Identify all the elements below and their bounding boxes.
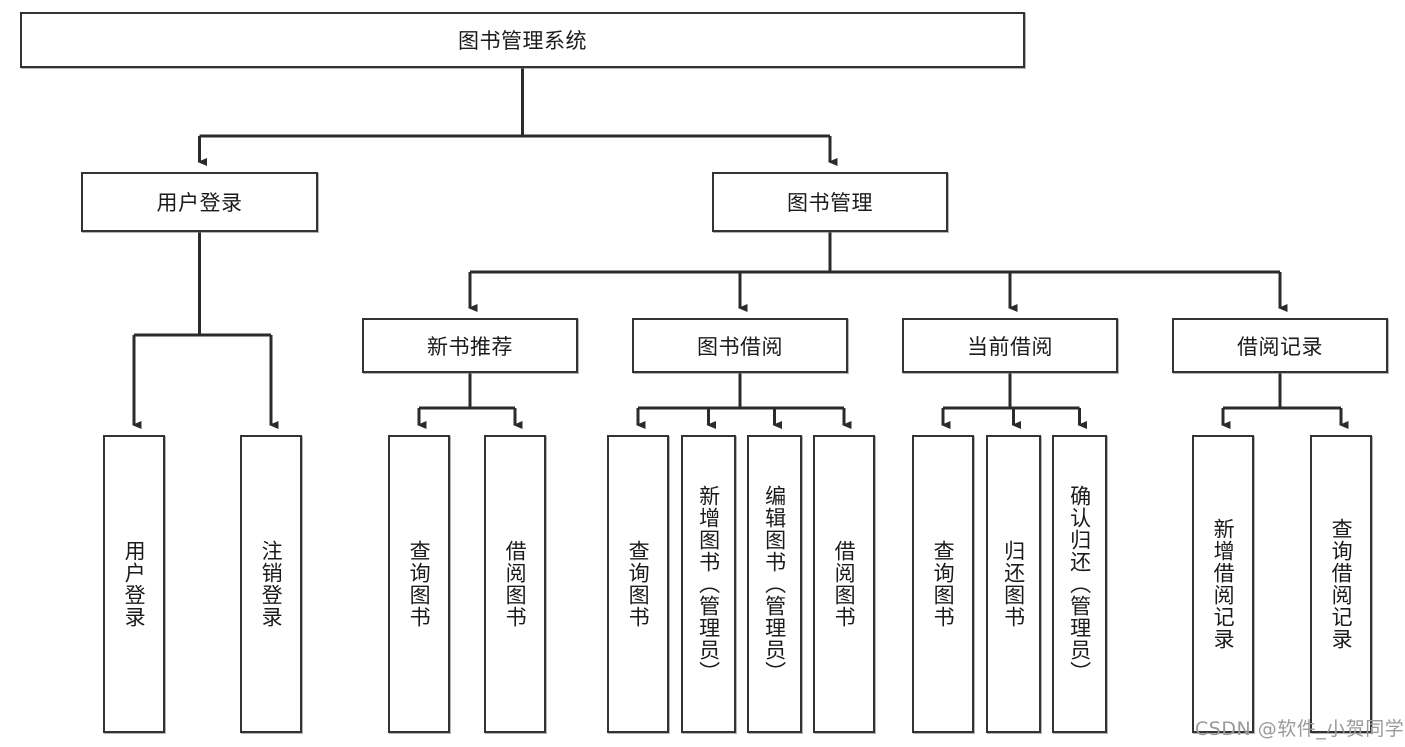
node-label-current-borrow: 当前借阅 [967, 334, 1053, 359]
node-label-borrow-borrow-book: 借阅图书 [832, 540, 857, 628]
node-cur-confirm-ret[interactable]: 确认归还（管理员） [1052, 435, 1107, 733]
node-label-borrow-add-book: 新增图书（管理员） [696, 485, 721, 683]
node-book-borrow[interactable]: 图书借阅 [632, 318, 848, 373]
node-user-login[interactable]: 用户登录 [81, 172, 318, 232]
node-new-book-rec[interactable]: 新书推荐 [362, 318, 578, 373]
node-borrow-record[interactable]: 借阅记录 [1172, 318, 1388, 373]
node-user-login-do[interactable]: 用户登录 [103, 435, 165, 733]
node-rec-query-book[interactable]: 查询图书 [388, 435, 450, 733]
node-borrow-edit-book[interactable]: 编辑图书（管理员） [747, 435, 802, 733]
node-label-new-book-rec: 新书推荐 [427, 334, 513, 359]
node-root[interactable]: 图书管理系统 [20, 12, 1025, 68]
node-rec-query-record[interactable]: 查询借阅记录 [1310, 435, 1372, 733]
node-cur-query-book[interactable]: 查询图书 [912, 435, 974, 733]
node-label-borrow-query-book: 查询图书 [626, 540, 651, 628]
node-label-user-login: 用户登录 [156, 191, 243, 215]
node-label-rec-borrow-book: 借阅图书 [503, 540, 528, 628]
node-label-book-admin: 图书管理 [787, 191, 873, 215]
node-borrow-borrow-book[interactable]: 借阅图书 [813, 435, 875, 733]
node-current-borrow[interactable]: 当前借阅 [902, 318, 1118, 373]
node-label-cur-return-book: 归还图书 [1001, 540, 1026, 628]
node-label-borrow-record: 借阅记录 [1237, 334, 1323, 359]
node-label-borrow-edit-book: 编辑图书（管理员） [762, 485, 787, 683]
node-user-logout[interactable]: 注销登录 [240, 435, 302, 733]
node-label-cur-query-book: 查询图书 [931, 540, 956, 628]
watermark-credit: CSDN @软件_小贺同学 [1195, 718, 1405, 740]
node-label-root: 图书管理系统 [458, 29, 587, 53]
node-rec-borrow-book[interactable]: 借阅图书 [484, 435, 546, 733]
node-label-cur-confirm-ret: 确认归还（管理员） [1067, 485, 1092, 683]
node-cur-return-book[interactable]: 归还图书 [986, 435, 1041, 733]
node-label-rec-query-record: 查询借阅记录 [1329, 518, 1354, 650]
node-label-user-login-do: 用户登录 [122, 540, 147, 628]
node-rec-add-record[interactable]: 新增借阅记录 [1192, 435, 1254, 733]
node-book-admin[interactable]: 图书管理 [712, 172, 948, 232]
node-label-user-logout: 注销登录 [259, 540, 284, 628]
node-borrow-add-book[interactable]: 新增图书（管理员） [681, 435, 736, 733]
node-label-rec-add-record: 新增借阅记录 [1211, 518, 1236, 650]
node-borrow-query-book[interactable]: 查询图书 [607, 435, 669, 733]
node-label-rec-query-book: 查询图书 [407, 540, 432, 628]
node-label-book-borrow: 图书借阅 [697, 334, 783, 359]
